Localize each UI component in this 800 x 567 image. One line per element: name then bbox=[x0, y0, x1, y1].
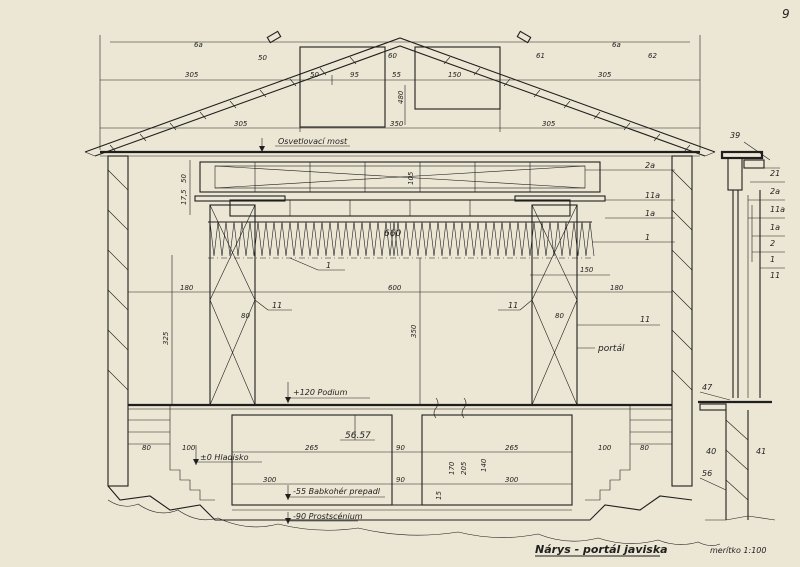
section-detail: 39 21 2a 11a 1a 2 1 11 47 40 41 56 bbox=[698, 131, 785, 521]
dim-lower-11: 300 bbox=[505, 476, 519, 484]
dim-wide-5: 180 bbox=[610, 284, 624, 292]
callout-section-8: 11 bbox=[770, 271, 780, 280]
portal-label: portál bbox=[577, 344, 625, 354]
lower-levels: ±0 Hladisko -55 Babkohér prepadl -90 Pro… bbox=[193, 445, 385, 524]
dim-lower-2: 80 bbox=[142, 444, 151, 452]
callout-section-5: 1a bbox=[770, 223, 780, 232]
orchestra-pit: 56.57 80 100 265 90 265 100 80 300 90 30… bbox=[142, 414, 649, 506]
sheet-scale: merítko 1:100 bbox=[710, 546, 767, 555]
dim-top-small-2: 60 bbox=[388, 52, 397, 60]
roof bbox=[84, 30, 716, 157]
stairs bbox=[128, 405, 672, 501]
callout-main-2: 11 bbox=[272, 301, 282, 310]
level-portal: portál bbox=[597, 344, 625, 354]
callout-main-3: 11 bbox=[508, 301, 518, 310]
level-pit: -55 Babkohér prepadl bbox=[293, 486, 381, 496]
level-auditorium: ±0 Hladisko bbox=[200, 453, 249, 462]
callout-right-3: 1a bbox=[645, 209, 655, 218]
podium: +120 Podium bbox=[128, 382, 672, 419]
sheet-title: Nárys - portál javiska bbox=[535, 543, 668, 556]
dim-lower-6: 265 bbox=[505, 444, 519, 452]
width-dimensions: 180 600 180 150 bbox=[128, 266, 672, 293]
foundation bbox=[107, 485, 721, 546]
dim-top-6: 305 bbox=[598, 71, 612, 79]
dim-lower-v-1: 15 bbox=[435, 491, 443, 500]
dim-vertical-1: 325 bbox=[162, 331, 170, 345]
callout-section-7: 1 bbox=[770, 255, 775, 264]
dim-roof-2: 350 bbox=[390, 120, 404, 128]
dim-wide-2: 600 bbox=[388, 284, 402, 292]
main-callouts: 1 11 11 11 bbox=[254, 257, 660, 326]
dim-top-small-5: 6a bbox=[194, 41, 203, 49]
dim-lower-9: 300 bbox=[263, 476, 277, 484]
dim-column-1: 80 bbox=[241, 312, 250, 320]
dim-top-small-3: 61 bbox=[536, 52, 545, 60]
dim-bridge-2: 17,5 bbox=[180, 189, 188, 205]
dim-top-3: 95 bbox=[350, 71, 359, 79]
lighting-bridge-line: Osvetlovací most bbox=[100, 137, 700, 157]
dim-bridge-1: 50 bbox=[180, 174, 188, 183]
title-block: Nárys - portál javiska merítko 1:100 bbox=[535, 543, 767, 557]
dim-top-small-1: 50 bbox=[258, 54, 267, 62]
dim-top-small-4: 62 bbox=[648, 52, 657, 60]
level-bridge: Osvetlovací most bbox=[278, 137, 348, 146]
callout-section-9: 47 bbox=[702, 383, 713, 392]
dim-lower-5: 90 bbox=[396, 444, 405, 452]
portal-columns: 80 80 bbox=[209, 204, 578, 406]
level-understage: -90 Prostscénium bbox=[293, 511, 363, 521]
dim-top-1: 305 bbox=[185, 71, 199, 79]
dim-lower-8: 80 bbox=[640, 444, 649, 452]
callout-right-1: 2a bbox=[645, 161, 655, 170]
dim-lower-7: 100 bbox=[598, 444, 612, 452]
vertical-dimensions: 325 350 bbox=[162, 255, 421, 405]
dim-wide-1: 660 bbox=[384, 229, 401, 239]
dim-lower-3: 100 bbox=[182, 444, 196, 452]
right-callouts: 2a 11a 1a 1 bbox=[585, 161, 675, 243]
dim-lower-v-2: 170 bbox=[448, 461, 456, 475]
callout-section-1: 39 bbox=[730, 131, 740, 140]
callout-main-4: 11 bbox=[640, 315, 650, 324]
callout-right-4: 1 bbox=[645, 233, 650, 242]
dim-vertical-2: 350 bbox=[410, 324, 418, 338]
dim-column-2: 80 bbox=[555, 312, 564, 320]
dim-lower-1: 56.57 bbox=[345, 431, 371, 441]
dim-lower-v-4: 140 bbox=[480, 458, 488, 472]
dim-top-2: 50 bbox=[310, 71, 319, 79]
dim-roof-3: 305 bbox=[542, 120, 556, 128]
callout-section-2: 21 bbox=[770, 169, 780, 178]
callout-section-6: 2 bbox=[770, 239, 775, 248]
callout-section-3: 2a bbox=[770, 187, 780, 196]
curtain-valance: 660 bbox=[208, 221, 595, 259]
dim-top-small-6: 6a bbox=[612, 41, 621, 49]
dim-lower-v-3: 205 bbox=[460, 461, 468, 475]
level-podium: +120 Podium bbox=[293, 388, 348, 397]
dim-top-5: 150 bbox=[448, 71, 462, 79]
callout-section-4: 11a bbox=[770, 205, 785, 214]
dim-lower-10: 90 bbox=[396, 476, 405, 484]
callout-section-10: 40 bbox=[706, 447, 716, 456]
callout-section-11: 41 bbox=[756, 447, 766, 456]
dim-top-4: 55 bbox=[392, 71, 401, 79]
dim-roof-1: 305 bbox=[234, 120, 248, 128]
callout-main-1: 1 bbox=[326, 261, 331, 270]
dim-lower-4: 265 bbox=[305, 444, 319, 452]
top-dimension-chain: 305 50 95 55 150 305 305 350 305 50 60 6… bbox=[99, 35, 701, 150]
lighting-truss: 50 17,5 105 bbox=[180, 160, 606, 217]
callout-section-12: 56 bbox=[702, 469, 712, 478]
callout-right-2: 11a bbox=[645, 191, 660, 200]
dim-wide-3: 150 bbox=[580, 266, 594, 274]
fly-tower: 480 bbox=[299, 46, 501, 128]
page-number: 9 bbox=[782, 7, 790, 21]
dim-bridge-4: 480 bbox=[397, 90, 405, 104]
side-walls bbox=[107, 155, 693, 487]
dim-bridge-3: 105 bbox=[407, 171, 415, 185]
dim-wide-4: 180 bbox=[180, 284, 194, 292]
